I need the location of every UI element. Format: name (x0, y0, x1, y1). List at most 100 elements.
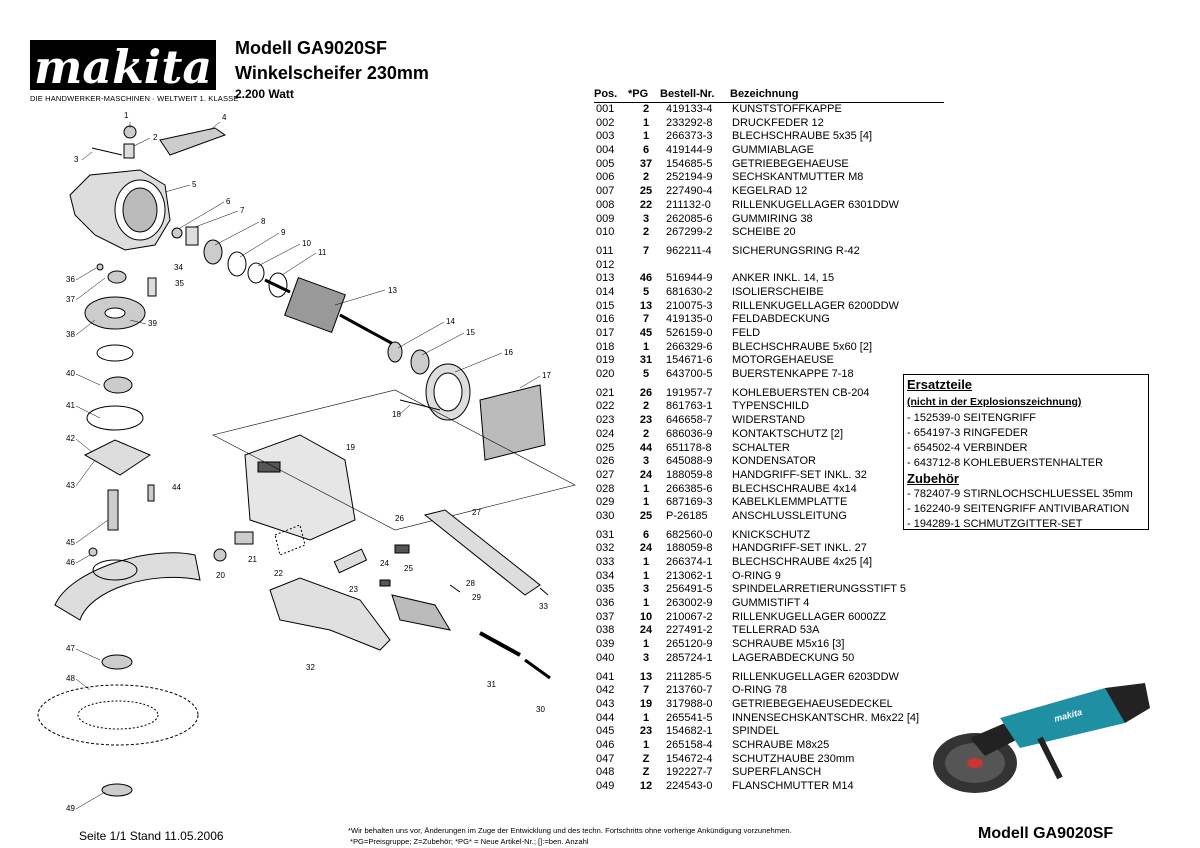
cell-pg: 24 (639, 542, 653, 555)
callout-9: 9 (281, 228, 286, 237)
callout-45: 45 (66, 538, 75, 547)
cell-pg: 3 (642, 455, 650, 468)
page-subtitle: Winkelscheifer 230mm (235, 63, 429, 83)
spare-item: - 654197-3 RINGFEDER (907, 427, 1029, 439)
col-order: Bestell-Nr. (660, 88, 715, 100)
cell-desc: SCHRAUBE M8x25 (732, 738, 830, 751)
cell-order (666, 259, 732, 273)
cell-pos: 041 (596, 670, 615, 683)
cell-pos: 022 (596, 400, 615, 413)
cell-order: 686036-9 (666, 427, 713, 440)
callout-24: 24 (380, 559, 389, 568)
cell-order: 154682-1 (666, 725, 713, 738)
cell-pos: 016 (596, 313, 615, 326)
cell-pg: 2 (642, 400, 650, 413)
cell-pg: 1 (642, 496, 650, 509)
cell-order: P-26185 (666, 509, 708, 522)
cell-desc: TELLERRAD 53A (732, 624, 820, 637)
cell-pg: 31 (639, 354, 653, 367)
cell-pos: 007 (596, 185, 615, 198)
spare-item: - 654502-4 VERBINDER (907, 442, 1028, 454)
cell-pg: 22 (639, 198, 653, 211)
cell-pos: 049 (596, 780, 615, 792)
callout-41: 41 (66, 401, 75, 410)
page-title: Modell GA9020SF (235, 38, 388, 58)
cell-pg: Z (642, 752, 650, 765)
cell-desc: KOHLEBUERSTEN CB-204 (732, 386, 870, 399)
spares-subtitle: (nicht in der Explosionszeichnung) (907, 396, 1082, 408)
cell-desc: SCHRAUBE M5x16 [3] (732, 638, 845, 651)
cell-pos: 044 (596, 711, 615, 724)
cell-pos: 004 (596, 144, 615, 157)
cell-pg: 1 (642, 711, 650, 724)
callout-37: 37 (66, 295, 75, 304)
cell-desc: GETRIEBEGEHAEUSEDECKEL (732, 697, 893, 710)
cell-pos: 015 (596, 299, 615, 312)
table-row: 012 (594, 259, 954, 273)
cell-pg: 6 (642, 528, 650, 541)
cell-pos: 048 (596, 766, 615, 779)
cell-pg: 5 (642, 285, 650, 298)
cell-desc: GETRIEBEGEHAEUSE (732, 157, 849, 170)
callout-14: 14 (446, 317, 455, 326)
cell-pos: 024 (596, 427, 615, 440)
cell-pos: 045 (596, 725, 615, 738)
callout-31: 31 (487, 680, 496, 689)
cell-order: 263002-9 (666, 597, 713, 610)
cell-order: 687169-3 (666, 496, 713, 509)
cell-pos: 018 (596, 340, 615, 353)
cell-pos: 027 (596, 468, 615, 481)
product-photo: makita (933, 683, 1150, 793)
callout-17: 17 (542, 371, 551, 380)
brand-tagline: DIE HANDWERKER-MASCHINEN · WELTWEIT 1. K… (30, 94, 239, 103)
cell-order: 262085-6 (666, 212, 713, 225)
cell-pg: 24 (639, 468, 653, 481)
cell-pos: 023 (596, 414, 615, 427)
cell-desc: ISOLIERSCHEIBE (732, 285, 824, 298)
cell-order: 210075-3 (666, 299, 713, 312)
callout-4: 4 (222, 113, 227, 122)
cell-order: 192227-7 (666, 766, 713, 779)
cell-pg: 1 (642, 482, 650, 495)
cell-desc: SCHUTZHAUBE 230mm (732, 752, 855, 765)
spares-box: Ersatzteile (nicht in der Explosionszeic… (903, 374, 1149, 530)
callout-7: 7 (240, 206, 245, 215)
cell-order: 211132-0 (666, 198, 711, 211)
callout-26: 26 (395, 514, 404, 523)
cell-pg: 24 (639, 624, 653, 637)
callout-27: 27 (472, 508, 481, 517)
cell-order: 265541-5 (666, 711, 713, 724)
cell-pos: 003 (596, 130, 615, 143)
cell-order: 419144-9 (666, 144, 713, 157)
gear-housing-part (69, 169, 171, 251)
cell-pg: 44 (639, 441, 653, 454)
cell-pos: 001 (596, 103, 615, 115)
cell-pos: 025 (596, 441, 615, 454)
cell-order: 861763-1 (666, 400, 713, 413)
motor-housing-part (244, 434, 356, 541)
cell-pg: 7 (642, 313, 650, 326)
cell-order: 651178-8 (666, 441, 712, 454)
cell-order: 419135-0 (666, 313, 713, 326)
cell-pos: 009 (596, 212, 615, 225)
callout-23: 23 (349, 585, 358, 594)
callout-21: 21 (248, 555, 257, 564)
cell-desc: HANDGRIFF-SET INKL. 27 (732, 542, 867, 555)
cell-order: 526159-0 (666, 327, 713, 339)
accessory-item: - 782407-9 STIRNLOCHSCHLUESSEL 35mm (907, 488, 1133, 500)
cell-order: 188059-8 (666, 542, 713, 555)
cell-pg: 12 (639, 780, 653, 792)
cell-pos: 030 (596, 509, 615, 522)
